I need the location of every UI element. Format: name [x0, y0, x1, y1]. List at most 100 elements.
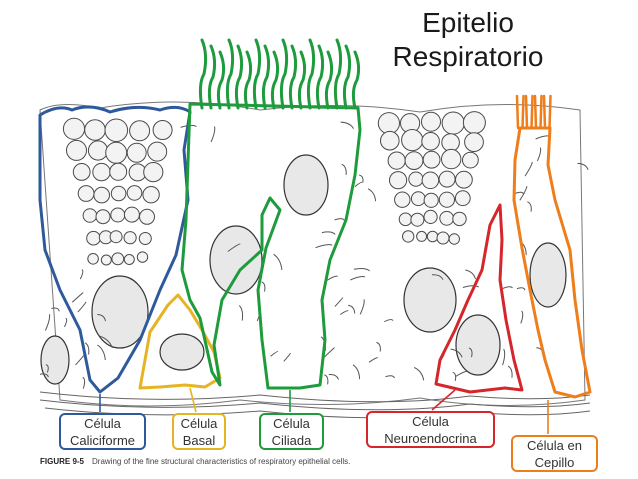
- mucus-granule: [436, 231, 450, 245]
- mucus-granule: [92, 162, 111, 182]
- mitochondrion: [465, 269, 476, 280]
- mucus-granule: [423, 192, 439, 208]
- nucleus-edge-left: [40, 335, 70, 385]
- leader-lines: [99, 387, 549, 434]
- mitochondrion: [340, 310, 349, 315]
- mitochondrion: [536, 147, 542, 162]
- mucus-granule: [126, 142, 147, 163]
- mitochondrion: [45, 364, 49, 373]
- figure-caption-label: FIGURE 9-5: [40, 457, 85, 466]
- label-caliciforme: Célula Caliciforme: [59, 413, 146, 450]
- nuclei: [40, 154, 567, 385]
- label-cepillo-line2: Cepillo: [534, 454, 575, 470]
- mucus-granule: [441, 111, 465, 135]
- mitochondrion: [413, 367, 425, 381]
- mitochondrion: [341, 163, 347, 175]
- mitochondrion: [455, 370, 468, 378]
- brush-microvilli: [515, 94, 552, 130]
- mucus-granule: [139, 208, 155, 225]
- mitochondrion: [376, 341, 381, 352]
- mitochondrion: [77, 301, 87, 313]
- microvillus: [515, 94, 520, 130]
- mitochondrion: [348, 304, 356, 314]
- outline-ciliada: [180, 102, 362, 390]
- mitochondrion: [334, 297, 344, 307]
- mitochondrion: [261, 281, 266, 292]
- mitochondrion: [99, 335, 113, 349]
- mucus-granules-right: [377, 111, 486, 245]
- mucus-granule: [105, 141, 128, 164]
- microvillus: [521, 94, 525, 130]
- mitochondrion: [82, 376, 86, 389]
- mucus-granule: [62, 117, 86, 140]
- microvillus: [539, 94, 543, 130]
- title-line-2: Respiratorio: [392, 41, 544, 72]
- mucus-granule: [109, 162, 128, 181]
- mitochondrion: [328, 373, 339, 380]
- mitochondrion: [452, 371, 457, 382]
- label-cepillo: Célula en Cepillo: [511, 435, 598, 472]
- cilium: [351, 50, 361, 110]
- label-ciliada-line2: Ciliada: [271, 432, 312, 448]
- mitochondrion: [71, 292, 84, 303]
- mucus-granule: [86, 230, 101, 246]
- mitochondrion: [340, 121, 354, 129]
- label-neuroendocrina: Célula Neuroendocrina: [366, 411, 495, 448]
- mitochondrion: [507, 365, 513, 378]
- mitochondrion: [97, 314, 106, 322]
- mucus-granule: [110, 207, 126, 223]
- microvillus: [542, 94, 547, 130]
- microvillus: [548, 94, 552, 130]
- nucleus-goblet: [91, 275, 149, 349]
- mucus-granule: [404, 151, 424, 171]
- mitochondrion: [227, 243, 241, 252]
- nucleus-ciliated-1: [209, 225, 263, 295]
- nucleus-brush: [529, 242, 567, 308]
- microvillus: [530, 94, 534, 130]
- mucus-granule: [422, 150, 441, 169]
- mitochondrion: [39, 373, 49, 378]
- mitochondrion: [385, 375, 395, 379]
- mitochondrion: [354, 181, 363, 187]
- cilium: [315, 44, 325, 110]
- mitochondrion: [353, 267, 371, 272]
- mucus-granule: [143, 162, 164, 183]
- mucus-granule: [66, 139, 87, 161]
- mucus-granule: [401, 129, 424, 152]
- mitochondrion: [352, 364, 361, 380]
- mucus-granule: [93, 186, 110, 204]
- mucus-granule: [454, 190, 471, 207]
- microvillus: [533, 94, 538, 130]
- cilium: [243, 50, 253, 110]
- cilium: [270, 50, 280, 110]
- cilium: [261, 44, 271, 110]
- title-line-1: Epitelio: [422, 7, 514, 38]
- cilium: [198, 38, 208, 110]
- mitochondrion: [273, 253, 283, 270]
- mucus-granule: [387, 151, 406, 170]
- mucus-granule: [464, 132, 484, 153]
- mucus-granule: [142, 186, 160, 204]
- mucus-granule: [416, 230, 428, 242]
- mitochondrion: [450, 348, 463, 358]
- mucus-granule: [136, 251, 149, 263]
- mitochondrion: [283, 352, 291, 362]
- mitochondrion: [84, 342, 90, 355]
- mucus-granule: [129, 120, 151, 142]
- label-cepillo-line1: Célula en: [527, 437, 582, 453]
- nucleus-basal: [159, 333, 205, 371]
- cilium: [333, 38, 343, 110]
- mucus-granule: [389, 171, 408, 190]
- mucus-granule: [123, 254, 135, 265]
- diagram-title: Epitelio Respiratorio: [368, 6, 568, 74]
- mucus-granule: [438, 170, 456, 188]
- mucus-granule: [398, 212, 413, 227]
- mucus-granule: [111, 252, 125, 266]
- cilium: [324, 50, 334, 110]
- label-basal-line1: Célula: [180, 415, 218, 431]
- mitochondrion: [324, 374, 329, 385]
- mucus-granule: [421, 132, 440, 151]
- label-basal: Célula Basal: [172, 413, 226, 450]
- mucus-granule: [138, 232, 152, 245]
